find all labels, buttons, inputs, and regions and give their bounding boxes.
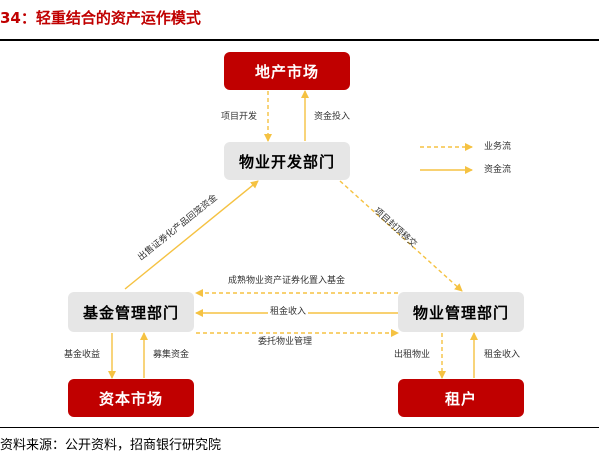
label-rent-income-mid: 租金收入	[268, 306, 309, 318]
node-capital-market: 资本市场	[68, 379, 194, 417]
node-land-market: 地产市场	[224, 52, 350, 90]
label-project-dev: 项目开发	[221, 112, 258, 122]
node-dev-dept: 物业开发部门	[224, 142, 350, 180]
top-rule	[0, 39, 599, 41]
label-entrust-management: 委托物业管理	[258, 337, 313, 347]
label-raise-funds: 募集资金	[153, 350, 190, 360]
page-title: 34：轻重结合的资产运作模式	[0, 9, 201, 27]
label-mature-asset-injection: 成熟物业资产证券化置入基金	[228, 276, 346, 286]
label-rent-income-right: 租金收入	[484, 350, 521, 360]
node-pm-dept: 物业管理部门	[398, 292, 524, 332]
arrow-project-transfer	[339, 180, 463, 292]
label-capital-invest: 资金投入	[314, 112, 351, 122]
source-note: 资料来源：公开资料，招商银行研究院	[0, 438, 222, 453]
legend-business-label: 业务流	[484, 142, 512, 152]
arrow-securitization-recovery	[124, 180, 259, 290]
label-lease-property: 出租物业	[394, 350, 431, 360]
label-fund-income: 基金收益	[64, 350, 101, 360]
node-fund-dept: 基金管理部门	[68, 292, 194, 332]
node-tenant: 租户	[398, 379, 524, 417]
legend-capital-label: 资金流	[484, 165, 512, 175]
bottom-rule	[0, 427, 599, 428]
